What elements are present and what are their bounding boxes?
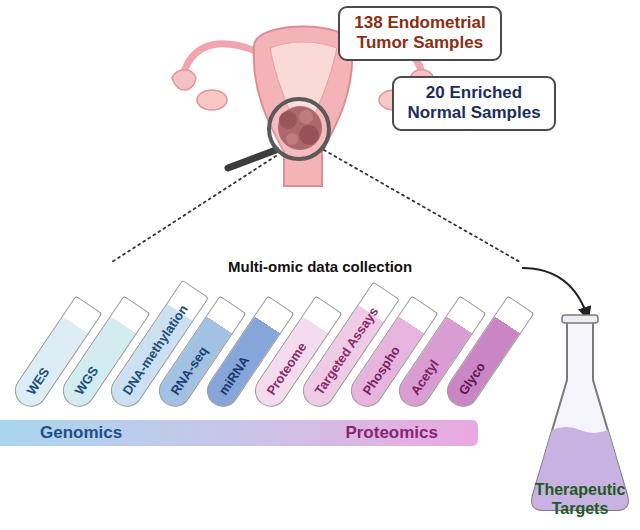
flask: Therapeutic Targets [525, 310, 635, 522]
fimbriae [172, 70, 196, 90]
tube-label: Phospho [359, 343, 403, 397]
magnifier-handle [228, 150, 276, 168]
dotted-line [324, 150, 520, 262]
tube-label: WGS [71, 363, 101, 397]
box-label: 20 Enriched Normal Samples [402, 83, 546, 124]
section-label: Multi-omic data collection [228, 258, 412, 275]
magnifier-lens [269, 99, 329, 159]
band-label: Proteomics [345, 423, 438, 443]
flask-label: Therapeutic Targets [525, 481, 635, 518]
tube-label: Acetyl [407, 357, 441, 398]
sample-box: 20 Enriched Normal Samples [392, 76, 556, 131]
tube-label: WES [23, 364, 52, 397]
box-label: 138 Endometrial Tumor Samples [348, 13, 492, 54]
sample-box: 138 Endometrial Tumor Samples [338, 6, 502, 61]
gradient-band: Genomics Proteomics [0, 420, 478, 446]
flask-lip [562, 315, 598, 323]
band-label: Genomics [40, 423, 122, 443]
fallopian-tube [184, 44, 258, 72]
dotted-line [112, 156, 276, 262]
tube-label: Glyco [455, 359, 488, 397]
ovary [197, 90, 227, 110]
tube-label: RNA-seq [167, 344, 210, 398]
curved-arrow [522, 268, 588, 318]
tube-label: miRNA [215, 353, 252, 397]
